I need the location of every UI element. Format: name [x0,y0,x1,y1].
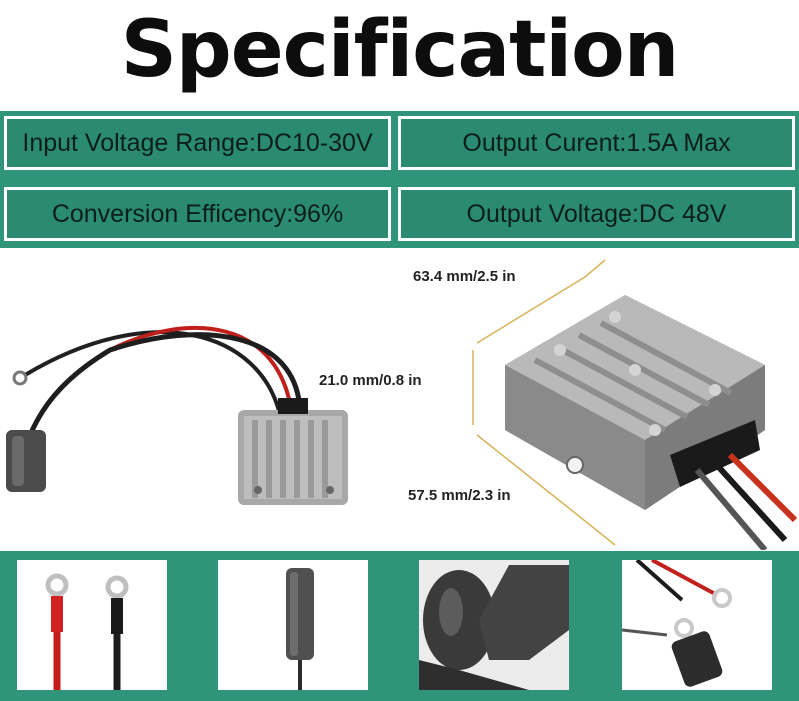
thumbnail-cable-assembly [622,560,772,690]
thumbnail-barrel-plug [218,560,368,690]
dimension-length-label: 63.4 mm/2.5 in [413,268,516,285]
converter-large-image [472,259,798,550]
spec-efficiency: Conversion Efficency:96% [4,187,391,241]
thumbnail-plug-closeup [419,560,569,690]
spec-output-voltage: Output Voltage:DC 48V [398,187,795,241]
converter-with-cables-image [6,325,348,505]
page-title: Specification [120,5,680,95]
spec-output-current: Output Curent:1.5A Max [398,116,795,170]
spec-input-voltage: Input Voltage Range:DC10-30V [4,116,391,170]
dimension-width-label: 57.5 mm/2.3 in [408,487,511,504]
dimension-height-label: 21.0 mm/0.8 in [319,372,422,389]
thumbnail-ring-terminals [17,560,167,690]
